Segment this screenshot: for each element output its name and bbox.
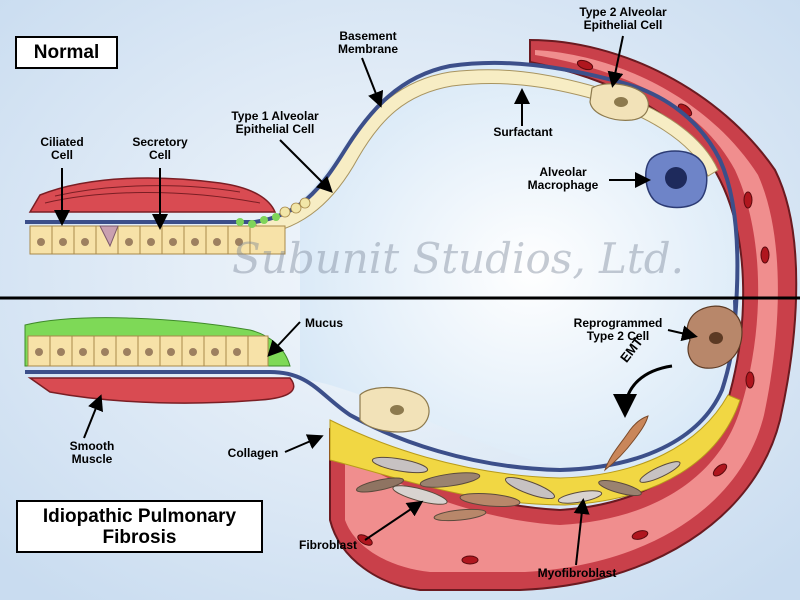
normal-type2-nucleus — [614, 97, 628, 107]
title-idiopathic-pulmonary-fibrosis: Idiopathic Pulmonary Fibrosis — [16, 500, 263, 553]
basement-membrane-line — [25, 60, 740, 321]
secretory-cell-shape — [99, 225, 119, 248]
capillary-lumen — [345, 50, 778, 572]
watermark: Subunit Studios, Ltd. — [232, 234, 685, 283]
label-arrows — [54, 35, 698, 566]
title-normal: Normal — [15, 36, 118, 69]
ipf-airway-epithelium — [24, 317, 291, 367]
normal-smooth-muscle — [28, 177, 277, 213]
ipf-basement-membrane — [25, 299, 738, 473]
title-ipf-line-1: Idiopathic Pulmonary — [42, 506, 237, 527]
label-myofibroblast: Myofibroblast — [537, 566, 617, 580]
normal-muscle-fibers — [44, 185, 261, 204]
label-mucus: Mucus — [304, 316, 343, 330]
reprogrammed-nucleus — [709, 332, 723, 344]
normal-airway-epithelium — [29, 197, 311, 255]
emt-cell — [603, 415, 649, 472]
emt-arrow — [613, 364, 673, 418]
ipf-type2-nucleus — [390, 405, 404, 415]
label-fibroblast: Fibroblast — [298, 538, 357, 552]
macrophage-nucleus — [665, 167, 687, 189]
title-ipf-line-2: Fibrosis — [102, 526, 177, 548]
fibroblast-cluster — [356, 456, 681, 522]
label-surfactant: Surfactant — [493, 125, 553, 139]
red-blood-cells — [357, 59, 770, 565]
label-collagen: Collagen — [227, 446, 279, 460]
